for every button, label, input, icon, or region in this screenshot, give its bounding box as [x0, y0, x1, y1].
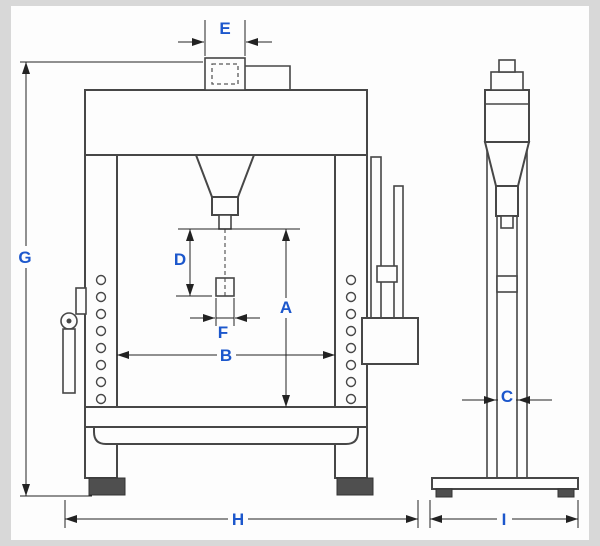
- cylinder-guide: [211, 196, 239, 216]
- handle-pivot-pin: [66, 318, 72, 324]
- table-support-plate: [93, 426, 359, 445]
- press-crossbeam: [84, 89, 368, 156]
- cylinder-ram-nose: [218, 214, 232, 230]
- bolt-holes-right-column: [345, 274, 357, 405]
- dim-label-e: E: [219, 19, 230, 38]
- dimension-b: B: [117, 344, 335, 365]
- side-cross-brace: [496, 275, 518, 293]
- dim-label-h: H: [232, 510, 244, 529]
- side-base-plate: [431, 477, 579, 490]
- handle-bracket: [75, 287, 87, 315]
- dimension-a: A: [277, 229, 296, 407]
- pump-rod-bracket: [376, 265, 398, 283]
- side-cylinder-lower: [495, 185, 519, 217]
- dim-label-c: C: [501, 387, 513, 406]
- pump-rod-secondary: [393, 185, 404, 329]
- top-fitting-hidden-detail: [211, 63, 239, 85]
- dimension-d: D: [174, 228, 300, 297]
- side-view: [431, 59, 579, 498]
- dimensions: E G D A F: [16, 19, 579, 529]
- foot-right: [336, 477, 374, 496]
- dimension-f: F: [190, 298, 260, 342]
- dim-label-f: F: [218, 323, 228, 342]
- dimension-h: H: [64, 500, 419, 529]
- bolt-holes-left-column: [95, 274, 107, 405]
- dim-label-d: D: [174, 250, 186, 269]
- front-view: [60, 57, 419, 496]
- ram-press-block: [215, 277, 235, 297]
- top-fitting: [204, 57, 246, 91]
- dim-label-a: A: [280, 298, 292, 317]
- dim-label-g: G: [18, 248, 31, 267]
- dimension-g: G: [16, 61, 203, 497]
- dimension-i: I: [429, 500, 579, 529]
- pump-body: [361, 317, 419, 365]
- side-foot-left: [435, 488, 453, 498]
- dim-label-b: B: [220, 346, 232, 365]
- side-foot-right: [557, 488, 575, 498]
- side-cylinder-body: [484, 89, 530, 143]
- side-ram-nose: [500, 215, 514, 229]
- top-fitting-handle: [245, 65, 291, 90]
- side-neck: [490, 71, 524, 91]
- dimension-c: C: [462, 387, 552, 406]
- dimension-e: E: [178, 19, 272, 56]
- foot-left: [88, 477, 126, 496]
- dim-label-i: I: [502, 510, 507, 529]
- pump-handle-rod: [62, 328, 76, 394]
- work-table: [84, 406, 368, 428]
- side-cap: [498, 59, 516, 73]
